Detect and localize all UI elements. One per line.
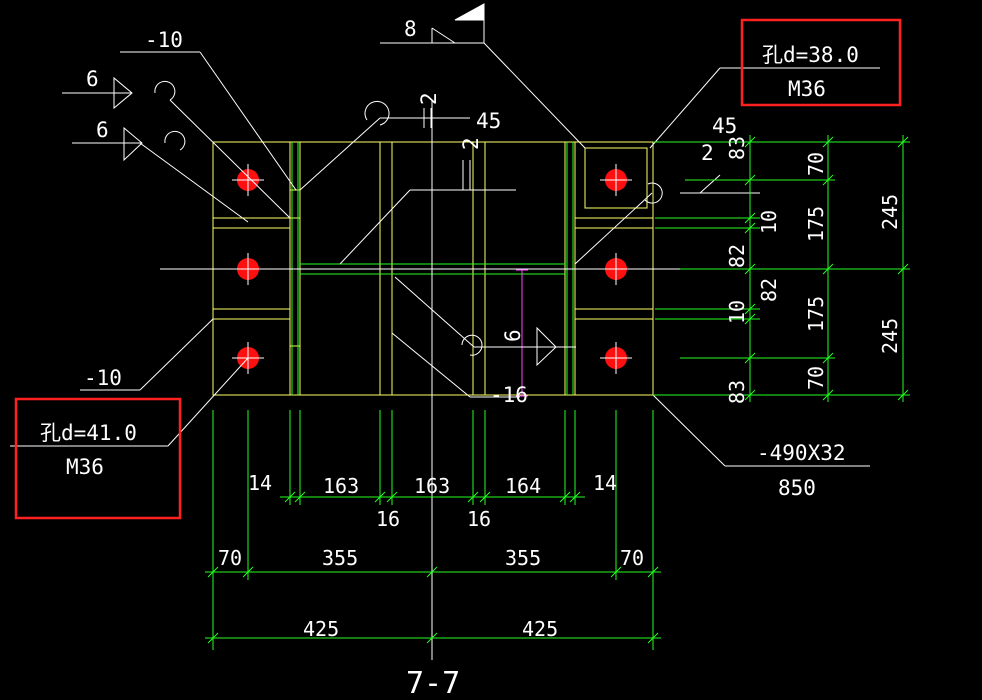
bottom-dimensions (205, 410, 661, 650)
plate-label-16: -16 (490, 383, 528, 407)
dimension-text: 70 (804, 152, 828, 176)
dimension-text: 355 (505, 546, 541, 570)
dimension-text: 82 (757, 278, 781, 302)
dimension-text: 10 (757, 210, 781, 234)
dimension-text: 16 (467, 507, 491, 531)
bolt-hole (600, 164, 632, 196)
plate-label-top-left: -10 (145, 28, 183, 52)
dimension-text: 164 (505, 474, 541, 498)
dimension-text: 14 (593, 471, 617, 495)
dimension-text: 425 (522, 617, 558, 641)
dimension-text: 70 (620, 546, 644, 570)
hole-callout-box-top-right (740, 18, 902, 107)
base-plate-outline (212, 141, 654, 396)
hole-callout-box-bottom-left (14, 397, 182, 520)
bolt-hole (232, 164, 264, 196)
dimension-text: 70 (218, 546, 242, 570)
weld-size-label: 6 (501, 329, 525, 342)
dimension-text: 14 (248, 471, 272, 495)
dimension-text: 355 (322, 546, 358, 570)
weld-size-label: 6 (86, 67, 99, 91)
base-plate-length-label: 850 (778, 476, 816, 500)
right-dimensions (653, 135, 910, 402)
hole-callout-text: 孔d=38.0 (762, 43, 859, 67)
dimension-text: 163 (323, 474, 359, 498)
weld-size-label: 45 (712, 114, 737, 138)
plate-label-bottom-left: -10 (84, 366, 122, 390)
weld-size-label: 2 (417, 92, 441, 105)
hole-callout-text: M36 (788, 77, 826, 101)
dimension-text: 163 (414, 474, 450, 498)
dimension-text: 70 (804, 366, 828, 390)
dimension-text: 245 (878, 318, 902, 354)
dimension-text: 83 (725, 136, 749, 160)
bolt-hole (600, 253, 632, 285)
bolt-hole (600, 342, 632, 374)
hole-callout-text: 孔d=41.0 (40, 421, 137, 445)
dimension-text: 175 (804, 296, 828, 332)
leaders (10, 3, 880, 467)
dimension-text: 83 (725, 380, 749, 404)
dimension-text: 10 (725, 300, 749, 324)
hole-callout-text: M36 (66, 455, 104, 479)
weld-size-label: 2 (459, 137, 483, 150)
base-plate-size-label: -490X32 (757, 441, 846, 465)
weld-size-label: 45 (476, 109, 501, 133)
weld-marker-magenta (516, 269, 528, 397)
section-title: 7-7 (406, 666, 460, 700)
weld-size-label: 8 (404, 17, 417, 41)
dimension-text: 245 (878, 194, 902, 230)
dimension-text: 425 (303, 617, 339, 641)
bolt-hole (232, 253, 264, 285)
dimension-text: 175 (804, 206, 828, 242)
labels: -10 6 6 8 45 2 2 45 2 6 -16 -10 -490X32 … (40, 17, 902, 700)
dimension-text: 82 (725, 244, 749, 268)
weld-size-label: 6 (96, 118, 109, 142)
weld-size-label: 2 (701, 141, 714, 165)
dimension-text: 16 (376, 507, 400, 531)
